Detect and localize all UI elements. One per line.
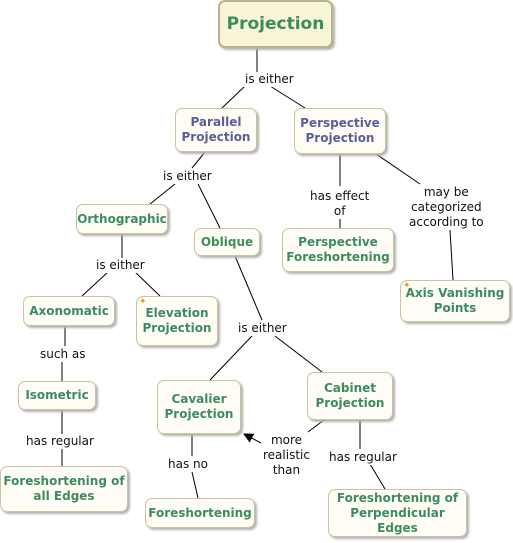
- node-cavalier-projection[interactable]: Cavalier Projection: [157, 380, 241, 434]
- link-is-either-3: is either: [94, 258, 147, 273]
- line-parallel-iseither: [191, 151, 206, 169]
- node-elevation-projection[interactable]: ✦ Elevation Projection: [136, 296, 218, 346]
- link-such-as: such as: [38, 347, 88, 362]
- line-iseither-cavalier: [209, 335, 253, 381]
- node-elevation-label: Elevation Projection: [142, 306, 212, 335]
- node-parallel-projection[interactable]: Parallel Projection: [175, 108, 257, 152]
- line-iseither-perspective: [269, 85, 306, 109]
- link-is-either-2: is either: [161, 169, 214, 184]
- link-has-effect-of: has effect of: [308, 189, 372, 219]
- node-foreshortening-perpendicular-edges[interactable]: Foreshortening of Perpendicular Edges: [328, 489, 467, 537]
- line-hasregular-fsperp: [369, 463, 386, 490]
- node-axis-vanishing-label: Axis Vanishing Points: [405, 286, 505, 315]
- line-iseither-axonomatic: [81, 271, 109, 297]
- node-projection[interactable]: Projection: [218, 0, 333, 48]
- line-perspective-categorized: [375, 153, 421, 185]
- link-is-either-4: is either: [236, 321, 289, 336]
- link-more-realistic-than: more realistic than: [261, 433, 312, 478]
- line-iseither-elevation: [134, 271, 161, 297]
- link-has-regular-1: has regular: [24, 434, 96, 449]
- star-icon: ✦: [403, 281, 411, 291]
- node-oblique[interactable]: Oblique: [194, 228, 260, 256]
- node-cabinet-projection[interactable]: Cabinet Projection: [307, 372, 393, 420]
- line-iseither-cabinet: [274, 335, 323, 373]
- line-iseither-orthographic: [149, 183, 176, 205]
- line-cabinet-morerealistic: [307, 419, 325, 433]
- node-foreshortening-all-edges[interactable]: Foreshortening of all Edges: [0, 466, 128, 512]
- star-icon: ✦: [139, 297, 147, 307]
- line-categorized-axis: [449, 229, 454, 281]
- node-axonomatic[interactable]: Axonomatic: [23, 296, 115, 326]
- node-isometric[interactable]: Isometric: [18, 381, 96, 410]
- node-orthographic[interactable]: Orthographic: [76, 204, 168, 234]
- link-has-regular-2: has regular: [327, 450, 399, 465]
- node-axis-vanishing-points[interactable]: ✦ Axis Vanishing Points: [400, 280, 510, 322]
- node-perspective-projection[interactable]: Perspective Projection: [294, 108, 386, 154]
- line-iseither-parallel: [221, 85, 246, 109]
- line-hasno-fs: [191, 471, 199, 499]
- link-has-no: has no: [166, 457, 210, 472]
- line-iseither-oblique: [197, 183, 221, 229]
- link-categorized-according-to: may be categorized according to: [407, 185, 486, 230]
- link-is-either-1: is either: [243, 72, 296, 87]
- node-perspective-foreshortening[interactable]: Perspective Foreshortening: [282, 228, 394, 272]
- line-oblique-iseither: [234, 255, 263, 321]
- node-foreshortening[interactable]: Foreshortening: [145, 498, 255, 528]
- arrow-morerealistic-cavalier: [243, 433, 264, 445]
